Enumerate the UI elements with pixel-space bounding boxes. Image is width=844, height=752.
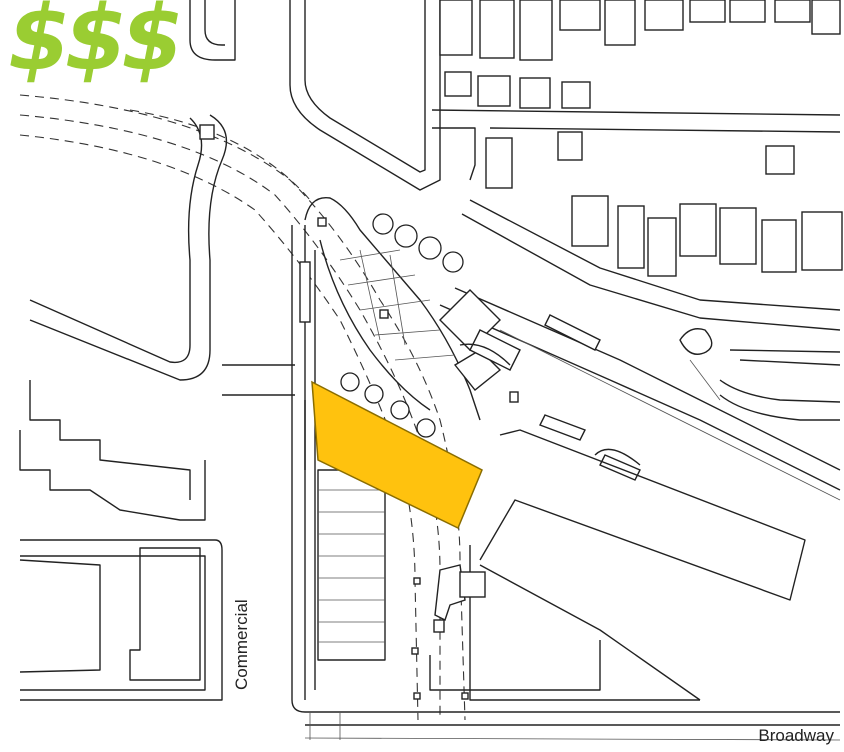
- southwest-block: [19, 539, 223, 701]
- west-path: [19, 114, 295, 521]
- price-indicator: $$$: [8, 0, 184, 91]
- station-plaza: [304, 196, 481, 421]
- northeast-houses: [439, 0, 843, 277]
- trees: [340, 213, 464, 438]
- street-label-commercial: Commercial: [232, 599, 251, 690]
- north-block: [289, 0, 441, 191]
- street-label-broadway: Broadway: [758, 726, 834, 745]
- diagonal-road: [439, 199, 841, 501]
- transit-buildings: [439, 289, 641, 481]
- station-details: [411, 564, 486, 700]
- commercial-drive: [291, 225, 841, 741]
- east-parcel: [429, 429, 806, 701]
- northwest-block: [189, 0, 236, 61]
- highlighted-site-parcel: [311, 380, 483, 530]
- lane: [431, 109, 841, 181]
